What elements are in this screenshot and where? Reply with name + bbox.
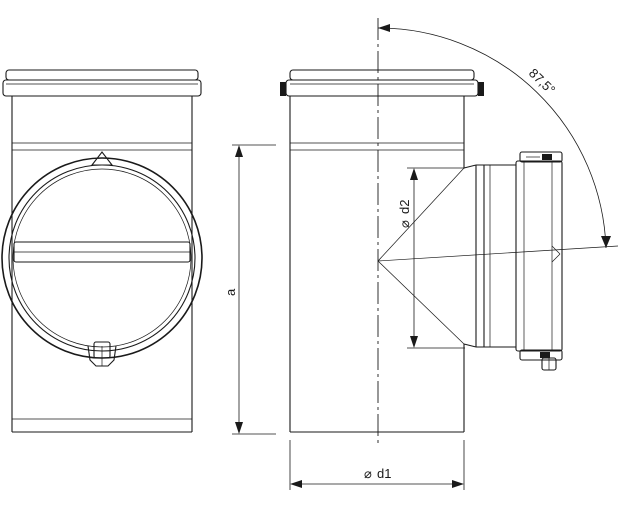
d2-diameter-symbol: ⌀	[397, 220, 412, 228]
centre-lines	[377, 18, 619, 445]
a-label: a	[223, 288, 238, 296]
d1-label: d1	[377, 466, 391, 481]
angle-dimension: 87,5°	[377, 24, 611, 249]
d2-dimension: ⌀ d2	[397, 167, 465, 349]
d1-diameter-symbol: ⌀	[364, 466, 372, 481]
front-view	[1, 69, 203, 433]
d2-label: d2	[397, 200, 412, 214]
a-dimension: a	[223, 144, 276, 435]
side-view	[280, 69, 563, 433]
angle-label: 87,5°	[526, 65, 558, 97]
d1-dimension: ⌀ d1	[289, 440, 465, 490]
